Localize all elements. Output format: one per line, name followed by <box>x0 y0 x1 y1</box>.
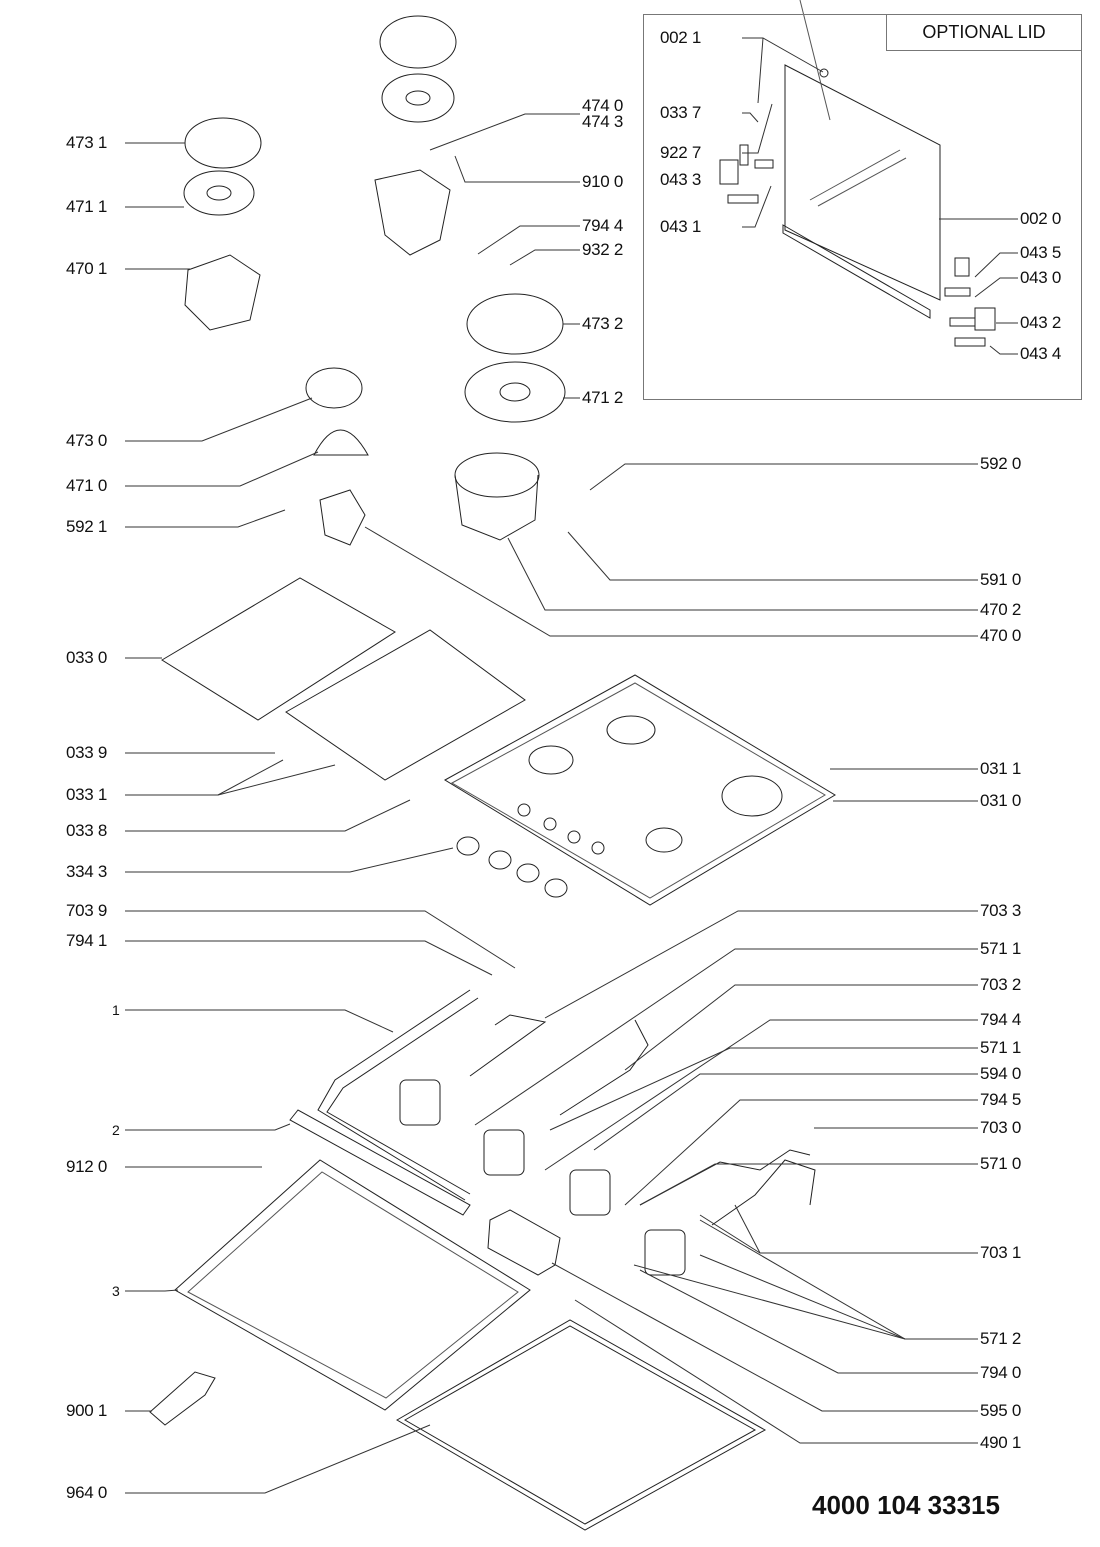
hob-top-plate-0310 <box>444 674 836 906</box>
part-label: 2 <box>112 1122 120 1138</box>
burner-cap-4731 <box>184 117 262 169</box>
part-label: 594 0 <box>980 1064 1022 1083</box>
optional-lid-frame <box>643 14 1082 400</box>
part-label: 703 3 <box>980 901 1022 920</box>
lid-hinge-right <box>944 257 996 347</box>
burner-body-4700 <box>319 489 366 546</box>
part-label: 470 2 <box>980 600 1022 619</box>
part-label: 703 2 <box>980 975 1022 994</box>
burner-head-4712 <box>464 361 566 423</box>
part-label: 595 0 <box>980 1401 1022 1420</box>
part-label: 932 2 <box>582 240 624 259</box>
part-label: 033 0 <box>66 648 108 667</box>
burner-head-4710 <box>313 429 369 456</box>
burner-cap-top <box>379 15 457 69</box>
part-label: 473 0 <box>66 431 108 450</box>
burner-body-4701 <box>184 254 261 331</box>
part-label: 474 3 <box>582 112 624 131</box>
part-label: 031 1 <box>980 759 1022 778</box>
knobs-3343 <box>456 836 568 898</box>
document-number: 4000 104 33315 <box>812 1490 1000 1520</box>
part-label: 043 4 <box>1020 344 1062 363</box>
part-label: 033 7 <box>660 103 702 122</box>
part-label: 043 0 <box>1020 268 1062 287</box>
part-label: 912 0 <box>66 1157 108 1176</box>
part-label: 043 1 <box>660 217 702 236</box>
part-label: 490 1 <box>980 1433 1022 1452</box>
lid-leaders <box>742 37 1018 355</box>
part-label: 470 1 <box>66 259 108 278</box>
part-label: 043 5 <box>1020 243 1062 262</box>
part-label: 473 1 <box>66 133 108 152</box>
part-label: 471 1 <box>66 197 108 216</box>
part-label: 043 3 <box>660 170 702 189</box>
part-label: 592 1 <box>66 517 108 536</box>
burner-body-top <box>374 169 451 256</box>
part-label: 571 2 <box>980 1329 1022 1348</box>
part-label: 703 9 <box>66 901 108 920</box>
lid-hinge-left <box>719 144 774 204</box>
ignition-generator-5950 <box>487 1209 561 1276</box>
part-label: 033 9 <box>66 743 108 762</box>
part-label: 474 0 <box>582 96 624 115</box>
part-label: 703 0 <box>980 1118 1022 1137</box>
lid-screw <box>819 68 829 78</box>
part-label: 794 4 <box>582 216 624 235</box>
part-label: 592 0 <box>980 454 1022 473</box>
burner-head-4711 <box>183 170 255 216</box>
fixing-clip-9001 <box>149 1371 216 1426</box>
part-label: 794 4 <box>980 1010 1022 1029</box>
part-label: 794 5 <box>980 1090 1022 1109</box>
part-label: 471 0 <box>66 476 108 495</box>
part-label: 922 7 <box>660 143 702 162</box>
part-label: 591 0 <box>980 570 1022 589</box>
part-label: 031 0 <box>980 791 1022 810</box>
part-label: 473 2 <box>582 314 624 333</box>
base-tray-3 <box>174 1159 531 1411</box>
part-label: 3 <box>112 1283 120 1299</box>
burner-cap-4732 <box>466 293 564 355</box>
optional-lid-title: OPTIONAL LID <box>886 14 1081 51</box>
part-label: 794 1 <box>66 931 108 950</box>
part-label: 033 8 <box>66 821 108 840</box>
lid-glass-panel <box>782 0 941 319</box>
seal-9640 <box>396 1319 767 1531</box>
burner-cap-4730 <box>305 367 363 409</box>
part-label: 900 1 <box>66 1401 108 1420</box>
part-label: 703 1 <box>980 1243 1022 1262</box>
bracket-2 <box>289 1109 471 1216</box>
part-label: 033 1 <box>66 785 108 804</box>
part-label: 334 3 <box>66 862 108 881</box>
valves <box>399 1079 686 1276</box>
part-label: 910 0 <box>582 172 624 191</box>
part-label: 002 1 <box>660 28 702 47</box>
part-label: 964 0 <box>66 1483 108 1502</box>
part-label: 470 0 <box>980 626 1022 645</box>
part-label: 1 <box>112 1002 120 1018</box>
burner-head-top <box>381 73 455 123</box>
part-label: 043 2 <box>1020 313 1062 332</box>
part-label: 571 0 <box>980 1154 1022 1173</box>
part-label: 002 0 <box>1020 209 1062 228</box>
injector-pipes <box>469 1014 816 1226</box>
part-label: 794 0 <box>980 1363 1022 1382</box>
leader-lines <box>125 113 978 1494</box>
part-label: 571 1 <box>980 1038 1022 1057</box>
burner-body-4702 <box>454 452 540 541</box>
gas-pipe-1 <box>317 989 479 1201</box>
pan-support-0330 <box>161 577 526 781</box>
part-label: 571 1 <box>980 939 1022 958</box>
part-label: 471 2 <box>582 388 624 407</box>
